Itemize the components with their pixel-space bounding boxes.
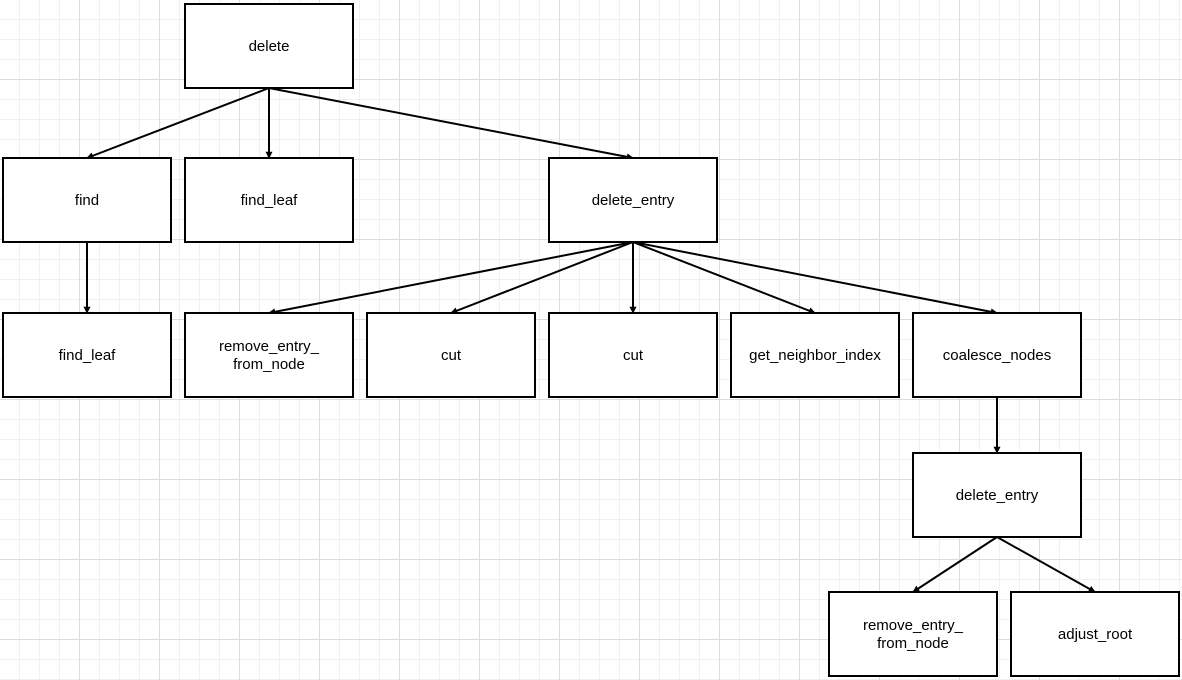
node-box (184, 312, 354, 398)
node-label-line: adjust_root (1058, 626, 1133, 643)
node-label: delete_entry (592, 192, 675, 209)
edge-delete_entry_2-to-adjust_root (996, 536, 1096, 593)
node-box (912, 312, 1082, 398)
node-box (1010, 591, 1180, 677)
nodes-layer: delete find find_leaf delete_entry find_leaf… (2, 3, 1180, 677)
node-cut_2: cut (548, 312, 718, 398)
node-label: delete_entry (956, 487, 1039, 504)
node-label: get_neighbor_index (749, 347, 881, 364)
node-label: cut (441, 347, 462, 364)
node-adjust_root: adjust_root (1010, 591, 1180, 677)
node-label-line: get_neighbor_index (749, 347, 881, 364)
node-box (548, 312, 718, 398)
node-find_leaf_1: find_leaf (184, 157, 354, 243)
edges-layer (83, 87, 1096, 593)
node-label: find_leaf (59, 347, 117, 364)
node-remove_entry_from_node_1: remove_entry_from_node (184, 312, 354, 398)
node-label: cut (623, 347, 644, 364)
node-box (184, 3, 354, 89)
edge-delete-to-find (86, 87, 270, 160)
node-box (828, 591, 998, 677)
node-box (730, 312, 900, 398)
node-delete_entry_2: delete_entry (912, 452, 1082, 538)
node-find_leaf_2: find_leaf (2, 312, 172, 398)
node-find: find (2, 157, 172, 243)
node-label: coalesce_nodes (943, 347, 1051, 364)
node-delete: delete (184, 3, 354, 89)
node-cut_1: cut (366, 312, 536, 398)
node-box (2, 157, 172, 243)
node-remove_entry_from_node_2: remove_entry_from_node (828, 591, 998, 677)
node-label-line: delete_entry (956, 487, 1039, 504)
edge-delete_entry_1-to-coalesce_nodes (632, 241, 998, 316)
node-get_neighbor_index: get_neighbor_index (730, 312, 900, 398)
node-label-line: cut (441, 347, 462, 364)
node-label: remove_entry_from_node (219, 338, 320, 373)
node-box (2, 312, 172, 398)
node-label-line: remove_entry_ (863, 617, 964, 634)
node-label-line: find_leaf (241, 192, 299, 209)
node-label-line: from_node (233, 356, 305, 373)
node-delete_entry_1: delete_entry (548, 157, 718, 243)
node-label: delete (249, 38, 290, 55)
edge-delete_entry_1-to-get_neighbor_index (632, 241, 816, 314)
node-label: remove_entry_from_node (863, 617, 964, 652)
node-coalesce_nodes: coalesce_nodes (912, 312, 1082, 398)
edge-delete_entry_1-to-remove_entry_from_node_1 (268, 241, 634, 316)
edge-delete_entry_1-to-cut_1 (450, 241, 634, 314)
node-box (184, 157, 354, 243)
node-label: find_leaf (241, 192, 299, 209)
edge-delete-to-delete_entry_1 (268, 87, 634, 161)
node-label-line: coalesce_nodes (943, 347, 1051, 364)
node-label-line: from_node (877, 635, 949, 652)
edge-delete_entry_2-to-remove_entry_from_node_2 (912, 536, 998, 593)
node-label: find (75, 192, 99, 209)
node-label-line: find (75, 192, 99, 209)
node-label-line: remove_entry_ (219, 338, 320, 355)
node-label-line: find_leaf (59, 347, 117, 364)
node-label-line: delete (249, 38, 290, 55)
node-box (366, 312, 536, 398)
node-label-line: delete_entry (592, 192, 675, 209)
node-box (548, 157, 718, 243)
node-box (912, 452, 1082, 538)
node-label-line: cut (623, 347, 644, 364)
node-label: adjust_root (1058, 626, 1133, 643)
